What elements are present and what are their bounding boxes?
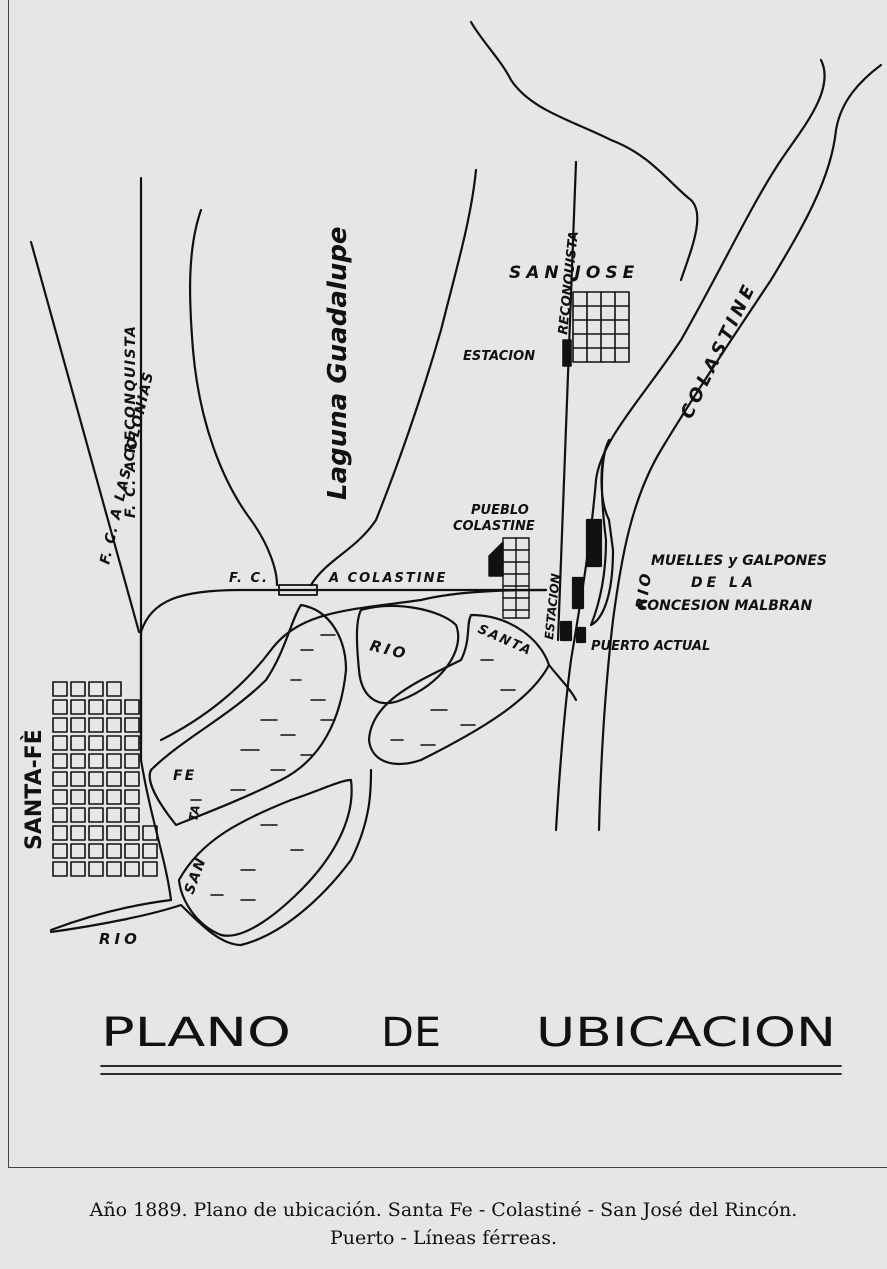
label-estacion-north: ESTACION [463, 349, 535, 364]
caption-line-1: Año 1889. Plano de ubicación. Santa Fe -… [89, 1199, 798, 1221]
location-map: Laguna Guadalupe SANTA-FÈ SAN JOSE ESTAC… [21, 20, 883, 1075]
lagoon-stream-north [469, 20, 699, 282]
island-santa [367, 613, 551, 765]
santa-fe-river-bank-a [49, 630, 173, 932]
label-rio-bottom: RIO [99, 930, 141, 948]
railway-san-jose [556, 160, 578, 642]
island-san [177, 778, 353, 937]
label-muelles-1: MUELLES y GALPONES [651, 553, 827, 569]
label-rio-vertical: RIO [632, 570, 655, 611]
label-santa-river: SANTA [475, 622, 534, 659]
port-buildings [559, 518, 603, 644]
colastine-river-east-bank [597, 63, 883, 832]
label-estacion-south: ESTACION [542, 573, 563, 641]
label-muelles-2: DE LA [691, 575, 757, 591]
label-muelles-3: CONCESION MALBRAN [637, 598, 812, 614]
santa-fe-river-bank-b [159, 588, 548, 742]
title-word-de: DE [381, 1010, 441, 1056]
label-puerto: PUERTO ACTUAL [591, 639, 710, 654]
railway-colonias [29, 240, 141, 634]
label-rio-island: RIO [368, 636, 410, 663]
label-lake: Laguna Guadalupe [323, 226, 353, 500]
label-pueblo: PUEBLO [471, 503, 529, 518]
label-colastine-town: COLASTINE [453, 519, 535, 534]
title-word-plano: PLANO [101, 1010, 291, 1056]
label-fc: F. C. [229, 571, 269, 586]
lagoon-stream-east [309, 168, 478, 587]
pueblo-colastine-blocks [488, 537, 530, 619]
bridge [278, 584, 318, 596]
rio-bottom-bank [49, 768, 373, 947]
label-ta-island: TA [186, 804, 203, 823]
caption-line-2: Puerto - Líneas férreas. [329, 1227, 558, 1249]
san-jose-grid [562, 291, 630, 367]
label-a-colastine: A COLASTINE [328, 571, 447, 586]
label-san-island: SAN [182, 855, 210, 897]
title-word-ubicacion: UBICACION [536, 1010, 836, 1056]
label-santa-fe: SANTA-FÈ [21, 729, 47, 850]
island-fe [148, 603, 348, 827]
vegetation-marks [190, 634, 516, 901]
santa-fe-grid [52, 681, 158, 877]
island-rio [355, 604, 460, 705]
caption: Año 1889. Plano de ubicación. Santa Fe -… [0, 1196, 887, 1252]
label-colastine-river: COLASTINE [677, 279, 761, 422]
map-frame: Laguna Guadalupe SANTA-FÈ SAN JOSE ESTAC… [8, 0, 887, 1168]
label-fc-reconquista: F. C. A RECONQUISTA [123, 325, 139, 518]
railway-colastine [139, 588, 548, 634]
lagoon-stream-west [188, 208, 279, 587]
label-san-jose: SAN JOSE [509, 263, 639, 283]
colastine-island [589, 438, 615, 627]
colastine-river-west-bank [554, 58, 826, 832]
rio-junction [547, 663, 578, 702]
label-fe-island: FE [173, 768, 196, 784]
